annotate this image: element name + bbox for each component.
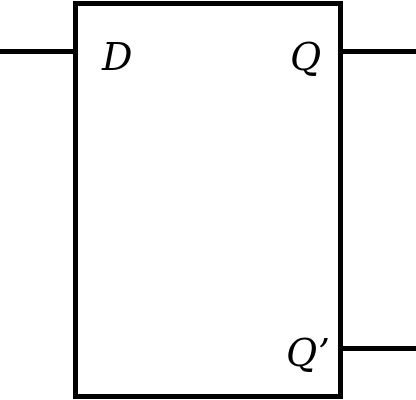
d-input-label: D — [101, 35, 132, 79]
q-not-output-label: Q’ — [286, 331, 330, 375]
flip-flop-body — [73, 1, 343, 399]
q-output-label: Q — [290, 35, 321, 79]
